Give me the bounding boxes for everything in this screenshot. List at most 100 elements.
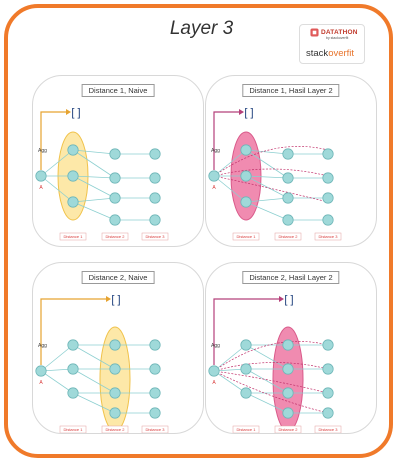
graph-node bbox=[240, 387, 252, 399]
aggregation-arrow bbox=[213, 298, 279, 365]
layer-label: Distance 2 bbox=[274, 232, 302, 241]
graph-node bbox=[240, 363, 252, 375]
datathon-logo-icon bbox=[310, 28, 319, 37]
edge bbox=[245, 392, 289, 414]
graph-node bbox=[149, 148, 161, 160]
dashed-edge bbox=[213, 168, 329, 177]
graph-node bbox=[67, 170, 79, 182]
datathon-wordmark: DATATHON bbox=[321, 29, 358, 36]
graph-node bbox=[240, 170, 252, 182]
dashed-edge bbox=[213, 362, 329, 372]
layer-label: Distance 2 bbox=[274, 425, 302, 433]
arrow-head bbox=[239, 109, 244, 115]
edge bbox=[72, 201, 116, 221]
graph-node bbox=[109, 172, 121, 184]
datathon-subtitle: by stackoverfit bbox=[326, 36, 349, 40]
graph-node bbox=[149, 192, 161, 204]
svg-text:Distance 3: Distance 3 bbox=[319, 234, 339, 239]
graph-node bbox=[149, 172, 161, 184]
graph-node bbox=[149, 387, 161, 399]
graph-node bbox=[67, 387, 79, 399]
svg-text:Distance 1: Distance 1 bbox=[64, 427, 84, 432]
edge bbox=[72, 175, 116, 179]
edge bbox=[213, 344, 247, 372]
graph-node bbox=[67, 363, 79, 375]
graph-node bbox=[149, 339, 161, 351]
graph-node bbox=[109, 407, 121, 419]
graph-node bbox=[67, 144, 79, 156]
graph-node bbox=[322, 407, 334, 419]
layer-label: Distance 1 bbox=[232, 425, 260, 433]
edge bbox=[245, 175, 289, 179]
svg-text:Distance 3: Distance 3 bbox=[146, 427, 166, 432]
graph-node bbox=[149, 214, 161, 226]
edge bbox=[245, 149, 289, 155]
panel-title: Distance 2, Hasil Layer 2 bbox=[242, 271, 340, 284]
aggregation-arrow bbox=[40, 298, 106, 365]
page-title: Layer 3 bbox=[169, 18, 234, 39]
dashed-edge bbox=[213, 175, 329, 203]
svg-text:Distance 1: Distance 1 bbox=[64, 234, 84, 239]
layer-label: Distance 1 bbox=[232, 232, 260, 241]
edge bbox=[245, 197, 289, 203]
graph-node bbox=[282, 172, 294, 184]
dashed-edge bbox=[213, 341, 329, 372]
layer-label: Distance 1 bbox=[59, 232, 87, 241]
svg-text:Distance 3: Distance 3 bbox=[319, 427, 339, 432]
svg-text:Distance 2: Distance 2 bbox=[106, 427, 126, 432]
aggregation-arrow bbox=[40, 111, 66, 170]
graph-node bbox=[109, 148, 121, 160]
arrow-head bbox=[66, 109, 71, 115]
graph-node bbox=[282, 148, 294, 160]
edge bbox=[245, 344, 289, 370]
edge bbox=[40, 149, 74, 177]
agg-label: Agg bbox=[211, 343, 220, 349]
source-label: A bbox=[212, 380, 216, 386]
dashed-edge bbox=[213, 370, 329, 414]
svg-text:Distance 2: Distance 2 bbox=[106, 234, 126, 239]
output-bracket: [ ] bbox=[284, 294, 293, 306]
edge bbox=[72, 149, 116, 179]
graph-node bbox=[149, 363, 161, 375]
agg-label: Agg bbox=[38, 148, 47, 154]
source-node bbox=[35, 170, 47, 182]
edge bbox=[72, 368, 116, 394]
graph-node bbox=[282, 387, 294, 399]
edge bbox=[245, 368, 289, 394]
svg-text:Distance 1: Distance 1 bbox=[237, 427, 257, 432]
graph-node bbox=[240, 196, 252, 208]
graph-node bbox=[282, 214, 294, 226]
svg-text:Distance 1: Distance 1 bbox=[237, 234, 257, 239]
graph-node bbox=[322, 363, 334, 375]
layer-label: Distance 3 bbox=[314, 232, 342, 241]
layer-label: Distance 3 bbox=[141, 425, 169, 433]
arrow-head bbox=[106, 296, 111, 302]
layer-label: Distance 3 bbox=[141, 232, 169, 241]
graph-node bbox=[240, 144, 252, 156]
arrow-head bbox=[279, 296, 284, 302]
layer-label: Distance 1 bbox=[59, 425, 87, 433]
graph-node bbox=[109, 214, 121, 226]
stackoverfit-wordmark: stackoverfit bbox=[306, 48, 355, 59]
edge bbox=[72, 149, 116, 155]
edge bbox=[245, 201, 289, 221]
edge bbox=[213, 175, 247, 203]
panel-title: Distance 1, Hasil Layer 2 bbox=[242, 84, 340, 97]
sponsor-logo: DATATHON by stackoverfit stackoverfit bbox=[299, 24, 365, 64]
graph-node bbox=[109, 339, 121, 351]
layer-label: Distance 3 bbox=[314, 425, 342, 433]
graph-node bbox=[322, 192, 334, 204]
edge bbox=[40, 370, 74, 394]
edge bbox=[245, 175, 289, 199]
graph-node bbox=[322, 214, 334, 226]
source-node bbox=[208, 170, 220, 182]
agg-label: Agg bbox=[211, 148, 220, 154]
source-label: A bbox=[39, 185, 43, 191]
dashed-edge bbox=[213, 370, 329, 394]
